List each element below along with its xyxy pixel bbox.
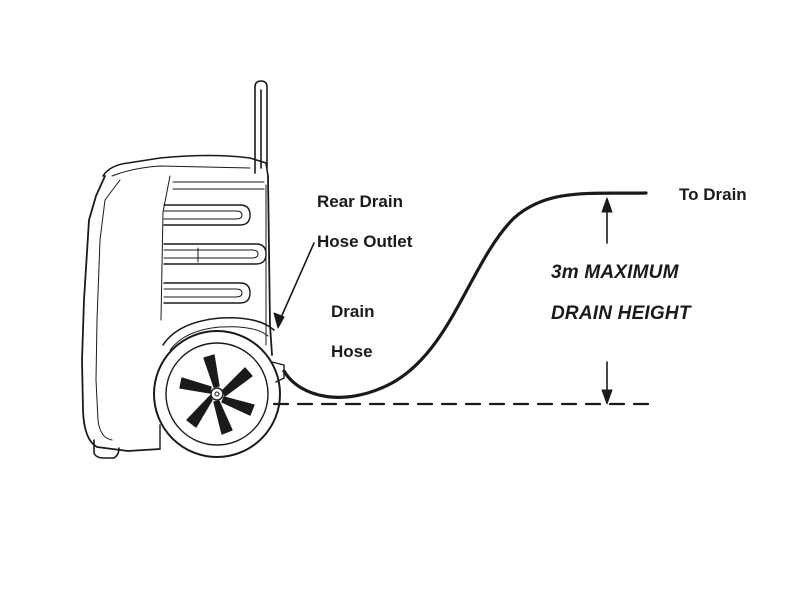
height-dimension-arrows (601, 197, 613, 405)
wheel-housing (162, 316, 275, 346)
unit-foot (93, 439, 120, 459)
drain-hose (282, 191, 648, 399)
unit-front-panel (81, 175, 161, 452)
max-height-label-line1: 3m MAXIMUM (551, 262, 679, 283)
rear-drain-label-line2: Hose Outlet (317, 232, 413, 251)
side-grille (163, 204, 267, 304)
unit-rear-panel (267, 175, 273, 356)
rear-drain-pointer-arrow (273, 242, 315, 329)
drain-hose-label-line1: Drain (331, 302, 375, 321)
max-height-label-line2: DRAIN HEIGHT (551, 303, 691, 324)
wheel (153, 330, 281, 458)
dehumidifier-unit (81, 80, 285, 459)
wheel-spokes (179, 354, 255, 435)
unit-top-cap (102, 154, 269, 177)
rear-drain-label-line1: Rear Drain (317, 192, 403, 211)
to-drain-label: To Drain (679, 185, 747, 204)
unit-handle (254, 80, 268, 174)
drain-hose-label-line2: Hose (331, 342, 373, 361)
